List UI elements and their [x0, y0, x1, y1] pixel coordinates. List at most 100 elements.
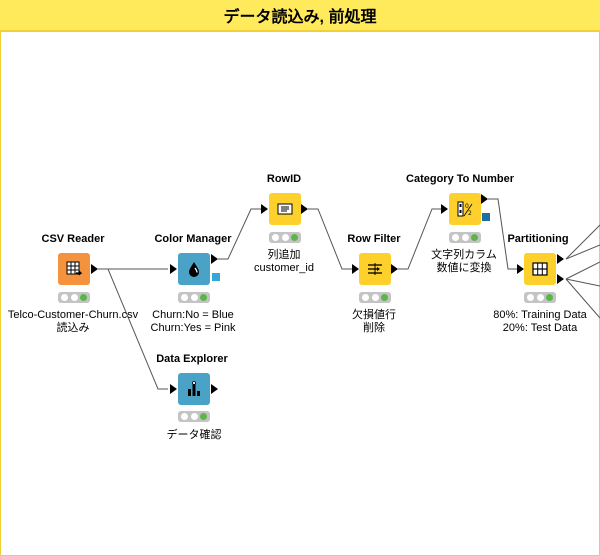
partitioning-title: Partitioning: [507, 233, 569, 245]
status-light-green: [200, 413, 208, 420]
status-light-red: [526, 294, 534, 301]
status-light-red: [361, 294, 369, 301]
category-to-number-input-port[interactable]: [441, 204, 448, 214]
status-light-green: [546, 294, 554, 301]
status-light-green: [200, 294, 208, 301]
row-filter-status: [359, 292, 391, 303]
category-to-number-node[interactable]: 0 2: [449, 193, 481, 225]
description-line: データ確認: [166, 429, 222, 441]
description-line: 20%: Test Data: [502, 322, 578, 334]
description-line: 欠損値行: [352, 309, 396, 321]
svg-text:2: 2: [468, 210, 472, 217]
status-light-red: [180, 413, 188, 420]
connection-partitioning-out2-a[interactable]: [565, 261, 600, 280]
status-light-red: [271, 234, 279, 241]
partitioning-status: [524, 292, 556, 303]
partitioning-output-port-1[interactable]: [557, 254, 564, 264]
description-line: 削除: [363, 322, 385, 334]
category-to-number-title: Category To Number: [406, 173, 514, 185]
rowid-title: RowID: [266, 173, 302, 185]
status-light-yellow: [70, 294, 78, 301]
connection-csv-to-dataexplorer[interactable]: [98, 268, 168, 390]
color-manager-status: [178, 292, 210, 303]
partitioning-output-port-2[interactable]: [557, 274, 564, 284]
status-light-yellow: [371, 294, 379, 301]
rowid-node[interactable]: [269, 193, 301, 225]
filter-rows-icon: [368, 263, 382, 275]
status-light-green: [80, 294, 88, 301]
table-file-icon: [66, 261, 83, 276]
connection-rowid-to-rowfilter[interactable]: [308, 208, 352, 270]
category-to-number-output-port[interactable]: [481, 194, 488, 204]
status-light-yellow: [190, 294, 198, 301]
description-line: 読込み: [56, 322, 90, 334]
data-explorer-description: データ確認: [167, 429, 222, 442]
description-line: Churn:No = Blue: [152, 309, 234, 321]
row-filter-node[interactable]: [359, 253, 391, 285]
color-manager-node[interactable]: [178, 253, 210, 285]
status-light-green: [291, 234, 299, 241]
status-light-red: [180, 294, 188, 301]
row-filter-title: Row Filter: [347, 233, 401, 245]
connection-partitioning-out2-c[interactable]: [565, 278, 600, 319]
status-light-yellow: [461, 234, 469, 241]
svg-text:0: 0: [465, 203, 469, 210]
grid-split-icon: [532, 262, 548, 276]
category-to-number-description: 文字列カラム 数値に変換: [431, 249, 497, 275]
description-line: 文字列カラム: [431, 249, 497, 261]
rowid-input-port[interactable]: [261, 204, 268, 214]
color-manager-title: Color Manager: [154, 233, 232, 245]
row-filter-input-port[interactable]: [352, 264, 359, 274]
data-explorer-title: Data Explorer: [156, 353, 228, 365]
color-manager-input-port[interactable]: [170, 264, 177, 274]
rowid-status: [269, 232, 301, 243]
connection-colormanager-to-rowid[interactable]: [218, 208, 261, 260]
connection-rowfilter-to-category[interactable]: [398, 208, 442, 270]
csv-reader-title: CSV Reader: [41, 233, 105, 245]
status-light-yellow: [281, 234, 289, 241]
category-number-icon: 0 2: [457, 201, 473, 217]
description-line: customer_id: [254, 262, 314, 274]
data-explorer-output-port[interactable]: [211, 384, 218, 394]
csv-reader-description: Telco-Customer-Churn.csv 読込み: [8, 309, 138, 335]
color-model-port[interactable]: [212, 273, 220, 281]
color-manager-output-port[interactable]: [211, 254, 218, 264]
data-explorer-status: [178, 411, 210, 422]
partitioning-description: 80%: Training Data 20%: Test Data: [493, 309, 587, 335]
row-filter-output-port[interactable]: [391, 264, 398, 274]
data-explorer-node[interactable]: [178, 373, 210, 405]
description-line: 列追加: [267, 249, 301, 261]
status-light-red: [451, 234, 459, 241]
status-light-yellow: [190, 413, 198, 420]
csv-reader-status: [58, 292, 90, 303]
annotation-title: データ読込み, 前処理: [0, 0, 600, 32]
status-light-green: [381, 294, 389, 301]
partitioning-input-port[interactable]: [517, 264, 524, 274]
data-explorer-input-port[interactable]: [170, 384, 177, 394]
connection-partitioning-out2-b[interactable]: [565, 278, 600, 287]
connection-category-to-partitioning[interactable]: [488, 198, 518, 270]
status-light-red: [60, 294, 68, 301]
color-manager-description: Churn:No = Blue Churn:Yes = Pink: [151, 309, 236, 335]
rowid-output-port[interactable]: [301, 204, 308, 214]
id-card-icon: [277, 203, 293, 215]
pmml-model-port[interactable]: [482, 213, 490, 221]
description-line: Telco-Customer-Churn.csv: [7, 309, 139, 321]
description-line: Churn:Yes = Pink: [150, 322, 236, 334]
rowid-description: 列追加 customer_id: [254, 249, 314, 275]
category-to-number-status: [449, 232, 481, 243]
description-line: 数値に変換: [436, 262, 492, 274]
status-light-green: [471, 234, 479, 241]
status-light-yellow: [536, 294, 544, 301]
bar-chart-icon: [188, 381, 200, 396]
droplet-icon: [189, 262, 199, 277]
csv-reader-output-port[interactable]: [91, 264, 98, 274]
description-line: 80%: Training Data: [493, 309, 587, 321]
row-filter-description: 欠損値行 削除: [352, 309, 396, 335]
connection-partitioning-out1-b[interactable]: [565, 244, 600, 260]
partitioning-node[interactable]: [524, 253, 556, 285]
connection-partitioning-out1-a[interactable]: [565, 224, 600, 260]
csv-reader-node[interactable]: [58, 253, 90, 285]
